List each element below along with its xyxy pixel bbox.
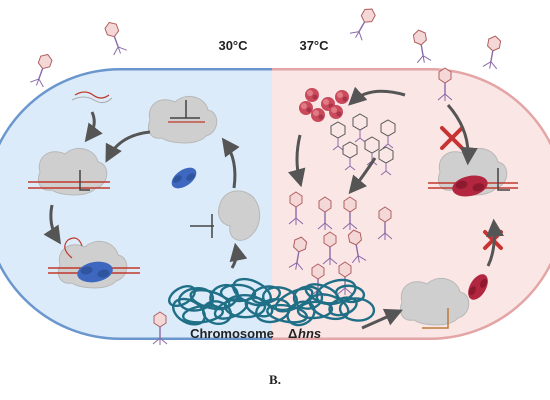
phage-icon [349,8,376,41]
panel-label: B. [269,372,281,387]
delta-symbol: Δ [288,326,297,341]
chromosome-loop [219,283,257,303]
capsid-icon [380,119,396,149]
capsid-icon [378,146,394,176]
phage-head-cluster [299,88,349,122]
chromosome-label: Chromosome [190,326,274,341]
cell-membrane [0,68,550,340]
arrow-expression-left [229,242,248,269]
diagram-canvas: 30°C 37°C [0,8,550,345]
chromosome-loop [223,293,267,319]
crispr-complex-icon [38,147,108,196]
temperature-label-37c: 37°C [299,38,329,53]
chromosome-loop [201,300,233,326]
phage-icon [288,236,308,271]
capsid-assembly [330,113,396,176]
phage-head-blob [335,90,349,104]
cas-protein-icon [468,274,488,300]
phage-icon [288,191,304,225]
phage-head-blob [329,105,343,119]
arrow-complex-to-target [105,130,151,163]
gene-name: hns [298,326,321,341]
phage-head-blob [299,101,313,115]
chromosome-loop [296,300,334,320]
cas-protein-icon [77,261,113,283]
phage-icon [104,21,127,56]
injected-phage-dna-2 [71,96,113,104]
capsid-icon [330,121,346,151]
phage-icon [342,196,358,230]
arrow-interference [43,204,61,245]
phage-icon [322,231,338,265]
arrow-infection [84,111,103,143]
chromosome-loop [172,297,206,326]
arrow-assembly [221,137,240,189]
phage-icon [310,263,326,297]
chromosome-loop [286,300,316,327]
crrna-hairpin [79,170,90,191]
right-cycle [288,86,518,330]
phage-head-blob [305,88,319,102]
phage-icon [412,29,432,64]
phage-icon [437,67,453,101]
chromosome-loop [177,287,215,312]
chromosome-loop [334,284,366,304]
cas-protein-icon [452,175,488,197]
chromosome-icon [168,277,376,327]
membrane-right [272,68,550,340]
phage-icon [30,53,53,88]
phage-icon [482,35,502,70]
phage-icon [317,196,333,230]
phage-icon [347,229,367,264]
processed-crrna [190,214,214,238]
capsid-icon [342,141,358,171]
target-loop [64,237,83,259]
arrow-replication [348,86,406,106]
crispr-complex-icon [217,190,261,241]
temperature-label-30c: 30°C [218,38,248,53]
phage-group [30,8,502,345]
rna-hairpin-icon [422,308,449,329]
membrane-left [0,68,272,340]
crrna-hairpin-right [497,168,510,191]
crispr-complex-icon [400,277,470,326]
phage-head-blob [311,108,325,122]
phage-icon [152,311,168,345]
chromosome-loop [338,297,376,322]
left-cycle [28,91,261,289]
phage-icon [377,206,393,240]
crrna-guide [170,100,200,119]
arrow-release [348,157,377,195]
cross-icon [440,126,464,150]
injected-phage-dna [74,91,110,99]
chromosome-loop [328,296,358,317]
cas-protein-icon [171,167,197,189]
crispr-complex-icon [148,95,218,144]
chromosome-loop [181,304,225,324]
arrow-blocked-loading [485,218,504,267]
capsid-icon [352,113,368,143]
arrow-expression-right [361,308,403,330]
arrow-assembly-right [288,134,306,188]
arrow-blocked-interference [446,104,478,166]
